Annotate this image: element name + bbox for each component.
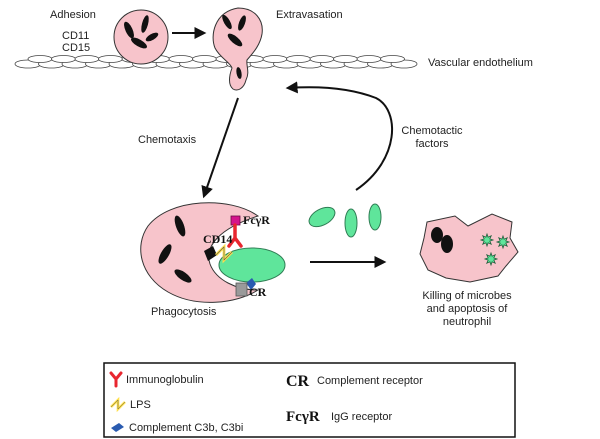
legend-complement-label: Complement C3b, C3bi bbox=[129, 422, 243, 434]
cd14-label: CD14 bbox=[203, 232, 232, 246]
cd14-receptor-icon bbox=[204, 246, 217, 261]
endothelial-cell bbox=[168, 55, 194, 63]
chemotaxis-label: Chemotaxis bbox=[138, 134, 197, 146]
endothelial-cell bbox=[98, 55, 123, 63]
legend-immunoglobulin-label: Immunoglobulin bbox=[126, 374, 204, 386]
legend-lps-label: LPS bbox=[130, 399, 151, 411]
legend-cr-label: Complement receptor bbox=[317, 375, 423, 387]
killing-label-line1: Killing of microbes bbox=[422, 290, 512, 302]
legend-box bbox=[103, 362, 516, 438]
endothelial-cell bbox=[380, 55, 405, 63]
nuclear-fragment bbox=[431, 227, 443, 243]
cr-receptor-icon bbox=[235, 282, 248, 297]
immunoglobulin-icon bbox=[227, 223, 243, 248]
killing-label-line2: and apoptosis of bbox=[427, 303, 509, 315]
vascular-endothelium-label: Vascular endothelium bbox=[428, 57, 533, 69]
lps-outline bbox=[215, 246, 233, 261]
engulfed-microbe bbox=[218, 247, 286, 283]
killing-label-line3: neutrophil bbox=[443, 316, 491, 328]
killed-microbes bbox=[479, 232, 511, 267]
cd11-label: CD11 bbox=[62, 30, 89, 42]
legend-fcgr-label: IgG receptor bbox=[331, 411, 392, 423]
chemotactic-factor-particle bbox=[308, 206, 336, 228]
legend: Immunoglobulin LPS Complement C3b, C3bi … bbox=[103, 362, 516, 438]
endothelial-cell bbox=[286, 55, 311, 63]
endothelial-cell bbox=[51, 55, 76, 63]
killed-microbe-icon bbox=[479, 232, 495, 248]
legend-cr-symbol: CR bbox=[286, 373, 310, 390]
chemotactic-factors-label-line1: Chemotactic bbox=[401, 125, 463, 137]
killed-microbe-icon bbox=[495, 234, 511, 250]
extravasating-neutrophil bbox=[212, 7, 263, 91]
chemotactic-factors-arrow bbox=[285, 81, 394, 191]
chemotactic-factor-particle bbox=[368, 203, 382, 231]
endothelial-cell bbox=[356, 55, 382, 63]
nuclear-fragment bbox=[441, 235, 453, 253]
legend-fcgr-symbol: FcγR bbox=[286, 409, 320, 425]
chemotactic-factor-particle bbox=[344, 208, 358, 238]
complement-icon bbox=[246, 278, 256, 290]
phagocytosis-label: Phagocytosis bbox=[151, 306, 217, 318]
legend-complement-icon bbox=[111, 423, 124, 432]
endothelial-cell bbox=[74, 55, 100, 63]
cd15-label: CD15 bbox=[62, 42, 90, 54]
endothelial-cell bbox=[27, 55, 53, 63]
adhesion-neutrophil bbox=[113, 9, 169, 65]
cr-label: CR bbox=[249, 285, 267, 299]
vascular-endothelium bbox=[14, 55, 418, 69]
chemotactic-factors-label-line2: factors bbox=[415, 138, 449, 150]
endothelial-cell bbox=[333, 55, 358, 63]
legend-lps-outline bbox=[110, 399, 126, 410]
extravasation-label: Extravasation bbox=[276, 9, 343, 21]
adhesion-label: Adhesion bbox=[50, 9, 96, 21]
apoptotic-neutrophil bbox=[419, 213, 519, 283]
legend-immunoglobulin-icon bbox=[109, 371, 123, 388]
endothelial-cell bbox=[262, 55, 288, 63]
chemotaxis-arrow bbox=[201, 97, 239, 199]
endothelial-cell bbox=[309, 55, 335, 63]
fcgr-label: FcγR bbox=[243, 213, 270, 227]
endothelial-cell bbox=[192, 55, 217, 63]
killed-microbe-icon bbox=[483, 251, 499, 267]
